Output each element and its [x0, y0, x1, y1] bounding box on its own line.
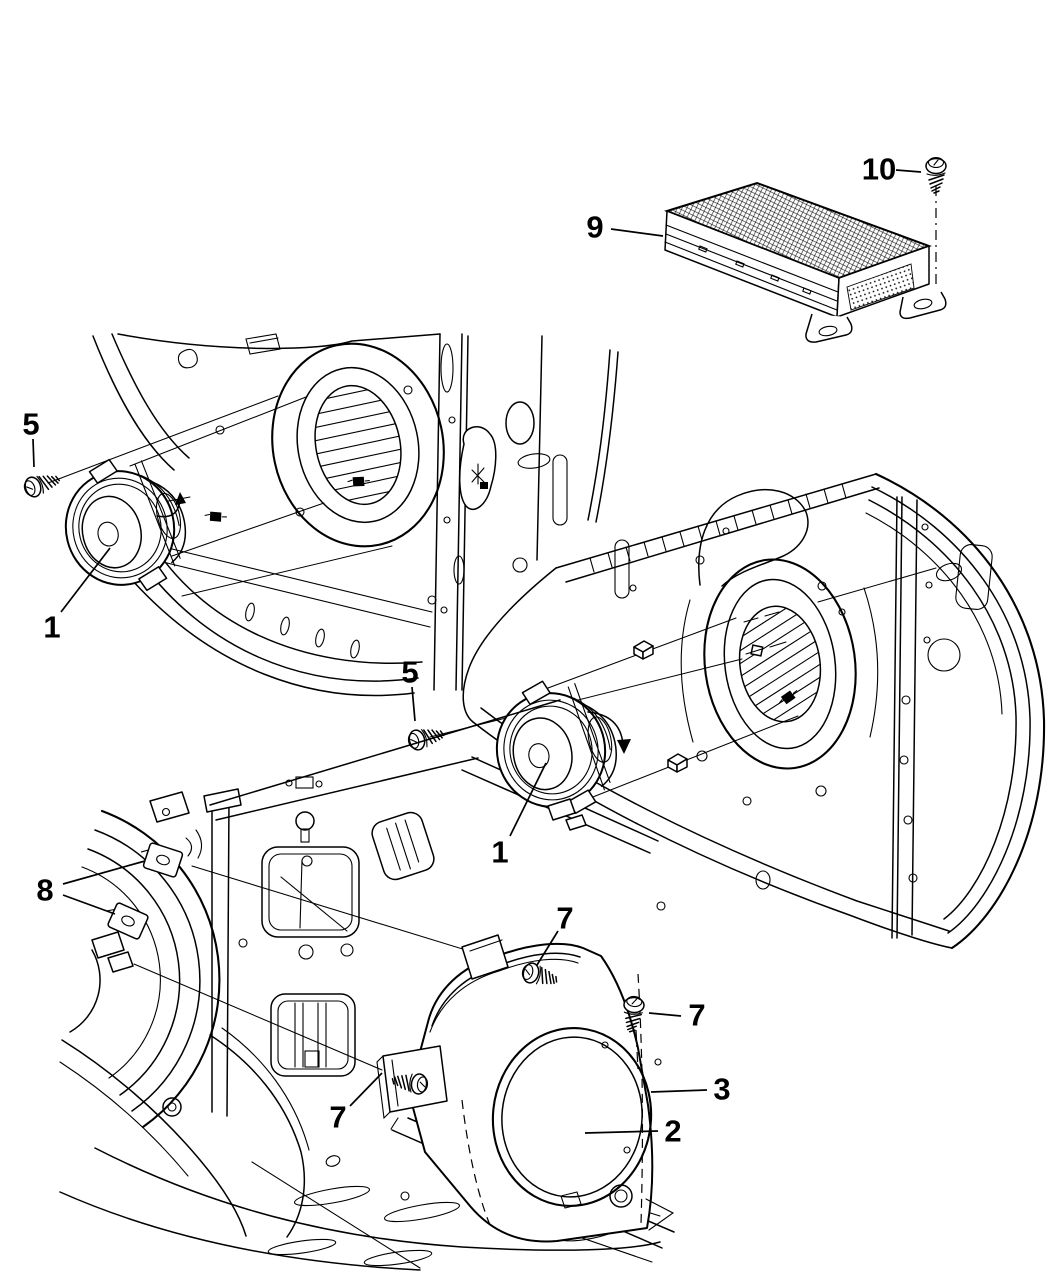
- callout-7-enclosure-bracket-screw: 7: [329, 1100, 346, 1135]
- beltline-hatch: [589, 483, 847, 573]
- callout-10-leader: [895, 169, 922, 173]
- callout-7-enclosure-top-screw: 7: [556, 901, 573, 936]
- rear-door-speaker-screw-icon: [21, 468, 63, 500]
- front-door-illustration: [371, 472, 1046, 950]
- callout-7-leader: [648, 1012, 682, 1017]
- amplifier-illustration: [663, 156, 947, 343]
- push-fastener-icon: [203, 508, 228, 526]
- callout-layer: 5 1 9 10 5 1 8 7 7 32 7: [22, 152, 922, 1149]
- rotate-arrow-head: [617, 739, 631, 754]
- callout-8-leader: [62, 894, 116, 915]
- callout-1-leader: [60, 547, 111, 613]
- callout-1-rear-door-speaker: 1: [43, 610, 60, 645]
- callout-9-leader: [610, 228, 664, 237]
- projection-lines: [47, 395, 393, 597]
- callout-8-leader: [62, 860, 146, 885]
- callout-5-leader: [411, 686, 416, 722]
- callout-1-front-door-speaker: 1: [491, 835, 508, 870]
- amplifier-mounting-feet: [805, 291, 947, 343]
- callout-3-speaker-enclosure-panel: 3: [713, 1072, 730, 1107]
- front-door-speaker-screw-icon: [405, 723, 447, 753]
- rear-door-speaker-icon: [49, 444, 200, 608]
- retainer-clip-icon: [667, 753, 688, 773]
- sill-vent-piece: [371, 811, 435, 881]
- speaker-enclosure-illustration: [376, 934, 675, 1243]
- callout-7-leader: [349, 1072, 383, 1107]
- callout-5-rear-door-speaker-screw: 5: [22, 407, 39, 442]
- callout-7-leader: [536, 930, 559, 966]
- rear-door-speaker-opening: [271, 342, 445, 548]
- callout-5-leader: [32, 438, 35, 468]
- callout-2-enclosure-speaker-opening: 2: [664, 1114, 681, 1149]
- callout-8-quarter-panel-retainer-clips: 8: [36, 873, 53, 908]
- push-fastener-icon: [775, 687, 801, 708]
- enclosure-speaker-opening: [491, 1027, 653, 1207]
- callout-2-leader: [584, 1130, 659, 1134]
- retainer-plate-icon: [100, 899, 150, 941]
- callout-10-amplifier-screw: 10: [862, 152, 896, 187]
- retainer-clip-icon: [633, 640, 654, 660]
- rear-door-illustration: [21, 333, 619, 697]
- callout-5-front-door-speaker-screw: 5: [401, 655, 418, 690]
- callout-9-amplifier: 9: [586, 210, 603, 245]
- front-door-speaker-opening: [703, 558, 857, 770]
- callout-7-enclosure-side-screw: 7: [688, 998, 705, 1033]
- callout-3-leader: [650, 1089, 708, 1093]
- rotate-arrow-head: [175, 492, 186, 505]
- rotate-arrow: [587, 711, 624, 745]
- callout-1-leader: [509, 762, 547, 837]
